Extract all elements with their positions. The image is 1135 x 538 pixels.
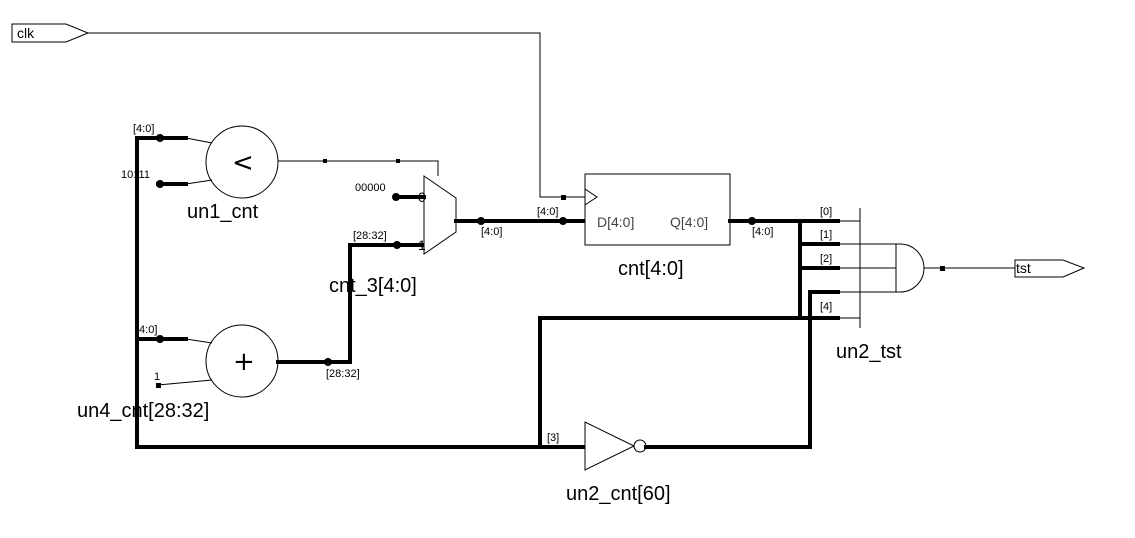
adder-in-bus-label: [4:0] bbox=[136, 324, 157, 336]
comparator-out-net bbox=[278, 160, 439, 176]
and-gate-instance-label: un2_tst bbox=[836, 341, 902, 363]
and-gate-body bbox=[895, 243, 925, 293]
register-q-pin-label: Q[4:0] bbox=[670, 214, 708, 230]
register-d-bus-label: [4:0] bbox=[537, 206, 558, 218]
mux-sel1-label: 1 bbox=[418, 237, 426, 253]
mux-instance-label: cnt_3[4:0] bbox=[329, 275, 417, 297]
clk-port[interactable]: clk bbox=[11, 23, 90, 43]
adder-instance-label: un4_cnt[28:32] bbox=[77, 400, 209, 422]
register-body bbox=[584, 173, 731, 246]
inverter-in-bus-label: [3] bbox=[547, 432, 559, 444]
clk-net bbox=[88, 32, 585, 198]
adder-out-bus bbox=[276, 243, 426, 364]
adder-const-label: 1 bbox=[154, 371, 160, 383]
register-q-bus-label: [4:0] bbox=[752, 226, 773, 238]
and-gate-un2-tst[interactable]: un2_tst bbox=[836, 243, 925, 363]
adder-un4-cnt[interactable]: + [4:0] 1 un4_cnt[28:32] bbox=[77, 324, 279, 422]
tap-2-label: [2] bbox=[820, 253, 832, 265]
tst-port[interactable]: tst bbox=[1014, 259, 1086, 278]
adder-operator: + bbox=[233, 347, 255, 377]
comparator-operator: < bbox=[232, 148, 254, 178]
comparator-body bbox=[205, 125, 279, 199]
tap-1-label: [1] bbox=[820, 229, 832, 241]
inverter-instance-label: un2_cnt[60] bbox=[566, 483, 671, 505]
register-clock-pin bbox=[584, 188, 598, 206]
comparator-in-bus-label: [4:0] bbox=[133, 123, 154, 135]
register-instance-label: cnt[4:0] bbox=[618, 258, 684, 280]
register-d-pin-label: D[4:0] bbox=[597, 214, 634, 230]
mux-cnt-3[interactable]: 00000 0 1 [28:32] cnt_3[4:0] bbox=[329, 175, 457, 297]
inverter-un2-cnt[interactable]: [3] un2_cnt[60] bbox=[538, 421, 671, 505]
mux-in0-const-label: 00000 bbox=[355, 182, 386, 194]
mux-sel0-label: 0 bbox=[418, 189, 426, 205]
tap-0-label: [0] bbox=[820, 206, 832, 218]
tap-4-label: [4] bbox=[820, 301, 832, 313]
inverter-body bbox=[584, 421, 636, 471]
comparator-const-label: 10111 bbox=[121, 169, 150, 181]
register-cnt[interactable]: D[4:0] Q[4:0] [4:0] cnt[4:0] bbox=[537, 173, 731, 280]
adder-out-bus-label: [28:32] bbox=[326, 368, 360, 380]
comparator-instance-label: un1_cnt bbox=[187, 201, 259, 223]
mux-in1-bus-label: [28:32] bbox=[353, 230, 387, 242]
bus-ripper bbox=[653, 208, 896, 449]
cnt-feedback-bus bbox=[135, 136, 840, 449]
tst-port-label: tst bbox=[1016, 260, 1031, 276]
clk-port-label: clk bbox=[17, 25, 35, 41]
comparator-un1-cnt[interactable]: < [4:0] 10111 un1_cnt bbox=[121, 123, 279, 223]
mux-body bbox=[423, 175, 457, 255]
mux-out-bus-label: [4:0] bbox=[481, 226, 502, 238]
clk-net-junction bbox=[561, 195, 566, 200]
